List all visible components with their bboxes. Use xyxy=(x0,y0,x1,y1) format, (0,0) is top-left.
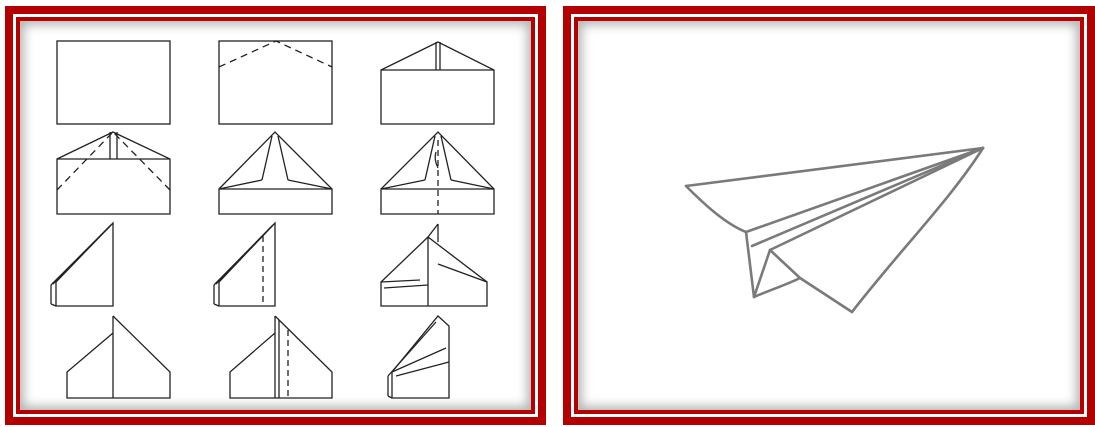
finished-plane-panel xyxy=(563,6,1095,425)
folding-steps-canvas xyxy=(20,21,531,410)
step-4-fold-lines xyxy=(57,132,170,214)
finished-plane-frame xyxy=(571,14,1087,417)
step-5-sides-folded xyxy=(219,132,332,214)
step-10-wing-shape xyxy=(67,316,170,398)
step-3-top-folded xyxy=(381,42,494,124)
folding-steps-diagram xyxy=(20,21,531,412)
folding-steps-frame xyxy=(13,14,538,417)
paper-airplane-icon xyxy=(578,21,1080,410)
step-8-wing-fold-line xyxy=(214,223,275,306)
step-2-fold-lines xyxy=(219,41,332,124)
step-1-rectangle xyxy=(57,41,170,124)
step-11-second-wing-fold-line xyxy=(230,316,332,398)
finished-plane-canvas xyxy=(578,21,1080,410)
step-9-wing-folded xyxy=(381,224,487,306)
step-7-folded-in-half xyxy=(51,223,113,306)
folding-steps-panel xyxy=(5,6,546,425)
step-12-finished-side-view xyxy=(388,316,449,398)
step-6-center-fold-line xyxy=(381,132,494,214)
